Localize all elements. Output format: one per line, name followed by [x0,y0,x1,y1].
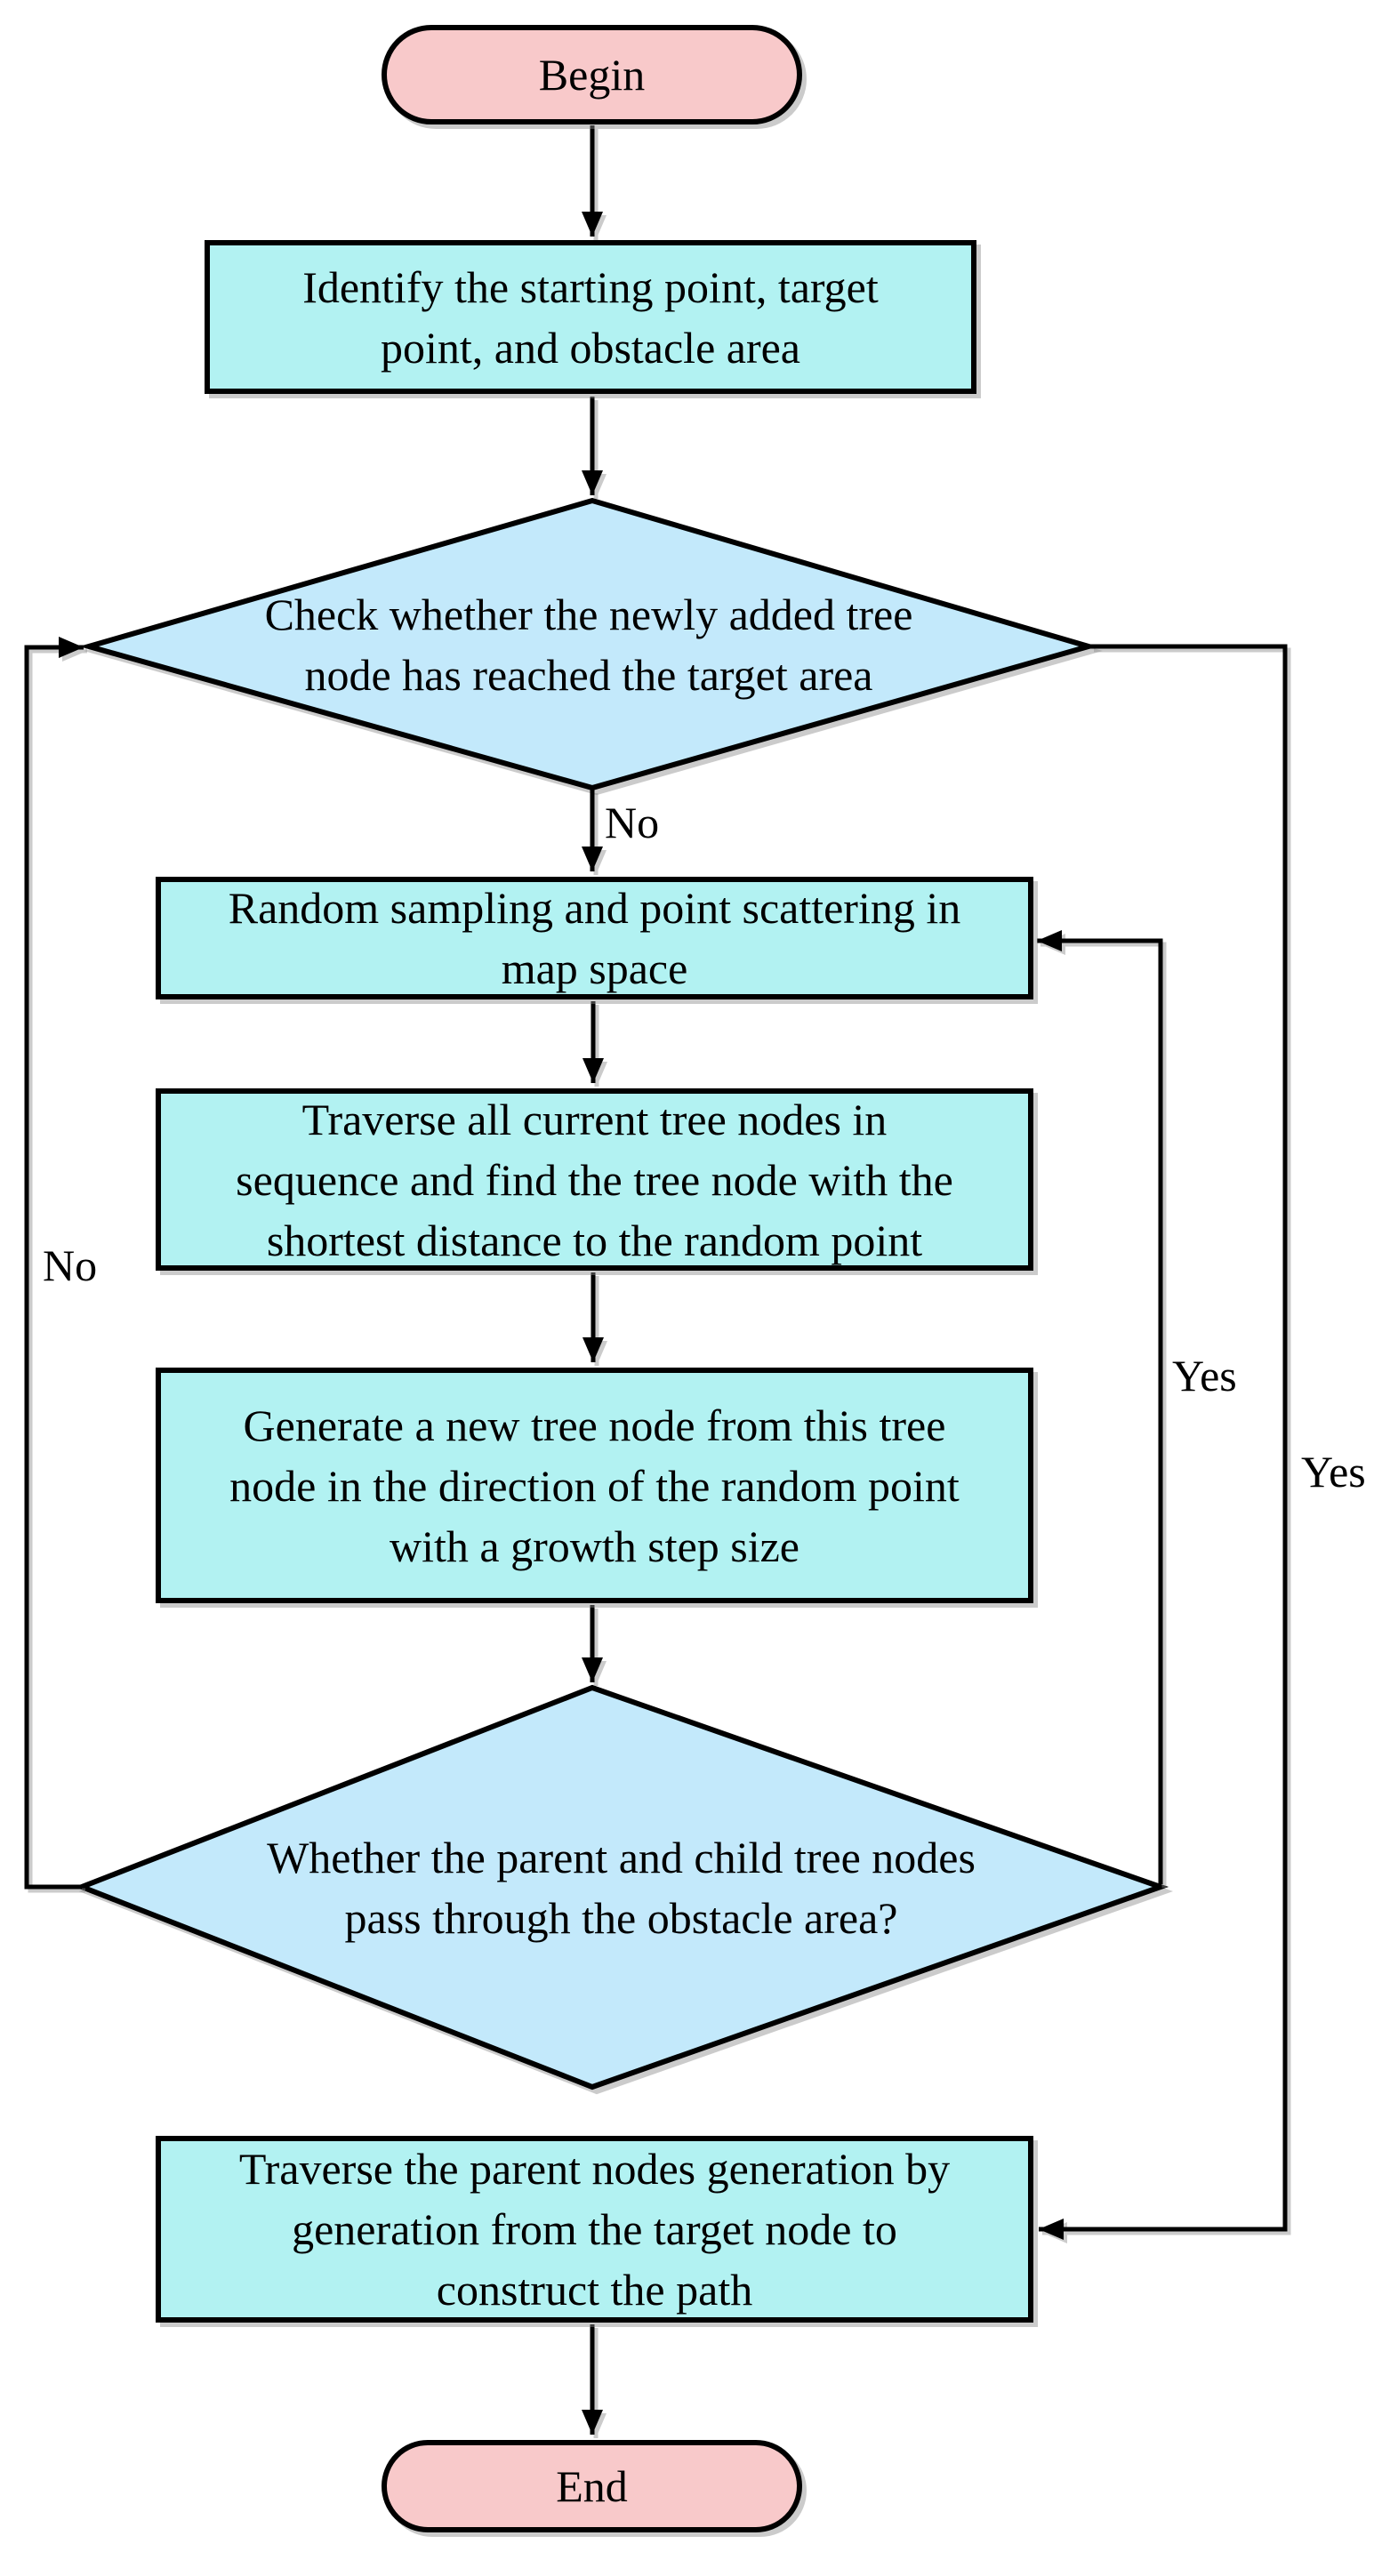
node-end: End [382,2440,802,2532]
edge-label-obstacle-yes: Yes [1172,1351,1237,1400]
node-random-sampling-label: Random sampling and point scattering in … [228,883,961,993]
edge-obstacle-yes-loop [1037,930,1163,1884]
node-begin-label: Begin [538,50,646,100]
edge-check-target-yes [1039,644,1288,2240]
decision-check-obstacle-shape [74,1684,1169,2090]
node-construct-path: Traverse the parent nodes generation by … [156,2136,1033,2323]
node-find-nearest: Traverse all current tree nodes in seque… [156,1088,1033,1271]
node-random-sampling: Random sampling and point scattering in … [156,877,1033,999]
edge-label-obstacle-no: No [43,1240,98,1290]
node-end-label: End [556,2461,628,2511]
node-generate-node-label: Generate a new tree node from this tree … [229,1400,960,1571]
decision-check-target-shape [79,497,1098,791]
node-begin: Begin [382,25,802,124]
edge-obstacle-no-loop [24,637,84,1890]
edge-label-check-target-no: No [605,798,660,847]
node-construct-path-label: Traverse the parent nodes generation by … [238,2144,951,2315]
node-generate-node: Generate a new tree node from this tree … [156,1368,1033,1603]
node-identify-label: Identify the starting point, target poin… [302,261,879,373]
node-identify: Identify the starting point, target poin… [205,240,976,394]
edge-label-check-target-yes: Yes [1301,1447,1366,1497]
node-find-nearest-label: Traverse all current tree nodes in seque… [236,1094,953,1265]
